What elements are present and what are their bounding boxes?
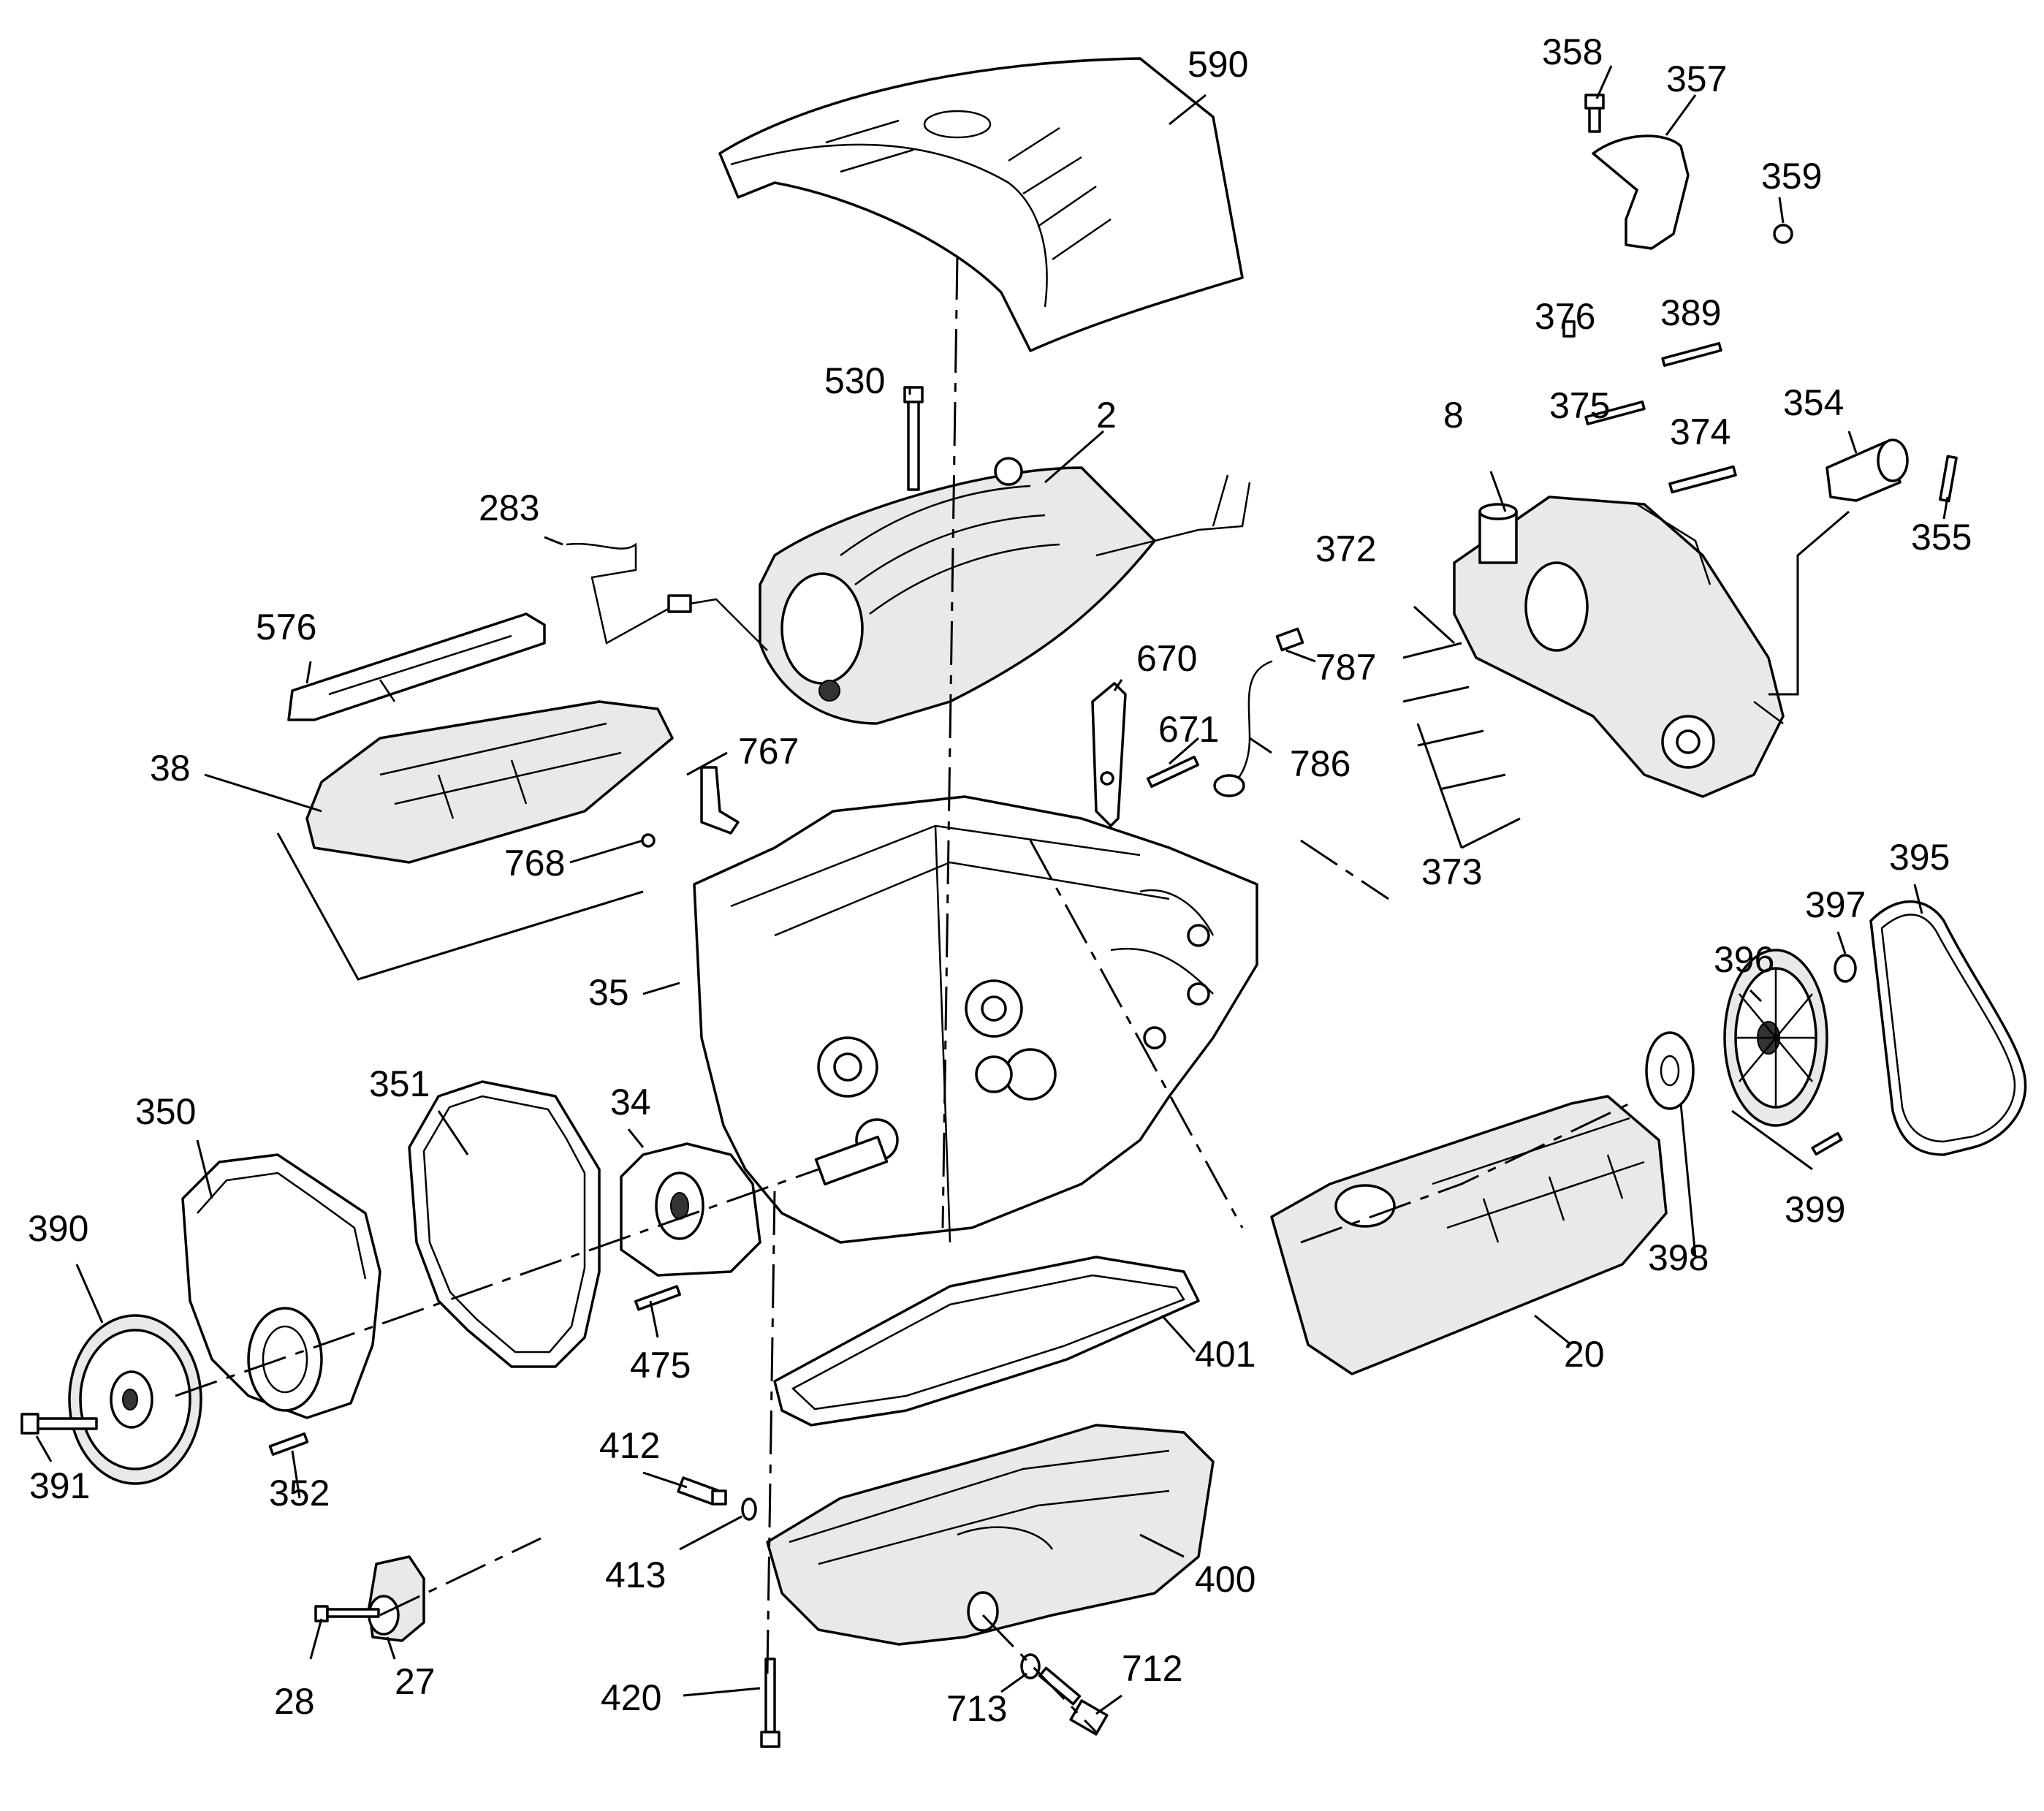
bolt-part-420 bbox=[760, 1658, 780, 1748]
callout-786: 786 bbox=[1290, 743, 1350, 784]
callout-38: 38 bbox=[150, 748, 191, 789]
callout-376: 376 bbox=[1535, 296, 1595, 337]
front-cover-part-350 bbox=[181, 1153, 381, 1419]
callout-391: 391 bbox=[29, 1465, 90, 1506]
sensor-part-412 bbox=[677, 1476, 727, 1506]
callout-359: 359 bbox=[1761, 156, 1822, 197]
callout-358: 358 bbox=[1542, 31, 1603, 72]
gasket-part-351 bbox=[408, 1080, 601, 1368]
callout-2: 2 bbox=[1096, 395, 1117, 436]
small-bolts bbox=[268, 94, 1958, 1456]
harmonic-balancer-part-390 bbox=[68, 1314, 202, 1485]
callout-8: 8 bbox=[1443, 395, 1464, 436]
callout-389: 389 bbox=[1660, 292, 1721, 333]
callout-397: 397 bbox=[1805, 884, 1866, 925]
callout-400: 400 bbox=[1195, 1559, 1255, 1600]
callout-372: 372 bbox=[1315, 528, 1376, 569]
callout-713: 713 bbox=[946, 1688, 1007, 1729]
callout-351: 351 bbox=[369, 1063, 430, 1104]
bracket-part-357 bbox=[1592, 134, 1690, 250]
callout-34: 34 bbox=[610, 1082, 651, 1123]
callout-28: 28 bbox=[274, 1681, 315, 1722]
callout-670: 670 bbox=[1136, 638, 1197, 679]
callout-530: 530 bbox=[824, 360, 885, 401]
callout-395: 395 bbox=[1889, 837, 1950, 878]
callout-35: 35 bbox=[588, 972, 629, 1013]
callout-768: 768 bbox=[504, 843, 565, 884]
callout-357: 357 bbox=[1666, 58, 1727, 99]
callout-413: 413 bbox=[605, 1554, 666, 1595]
callout-373: 373 bbox=[1421, 851, 1482, 892]
oil-pump-part-34 bbox=[620, 1142, 761, 1277]
callout-27: 27 bbox=[395, 1661, 436, 1702]
oil-pan-part-400 bbox=[766, 1424, 1215, 1646]
callout-398: 398 bbox=[1648, 1237, 1709, 1278]
engine-block-part-35 bbox=[693, 795, 1258, 1244]
callout-401: 401 bbox=[1195, 1334, 1255, 1375]
pcv-hose-part-786 bbox=[1213, 660, 1273, 797]
callout-374: 374 bbox=[1670, 411, 1730, 452]
valve-cover-part-20 bbox=[1270, 1095, 1668, 1375]
callout-787: 787 bbox=[1315, 647, 1376, 688]
bolt-part-391 bbox=[20, 1413, 98, 1435]
callout-20: 20 bbox=[1564, 1334, 1605, 1375]
callout-576: 576 bbox=[256, 607, 316, 648]
fuel-rail-cover-part-576 bbox=[287, 612, 546, 721]
drain-plug-part-712 bbox=[1038, 1666, 1109, 1736]
oil-pan-gasket-part-401 bbox=[773, 1256, 1200, 1427]
callout-283: 283 bbox=[479, 487, 539, 528]
callout-355: 355 bbox=[1911, 517, 1972, 558]
callout-labels: 590 358 357 359 376 389 375 374 354 355 … bbox=[28, 31, 1972, 1729]
bracket-part-670 bbox=[1091, 682, 1127, 827]
o-ring-part-413 bbox=[741, 1497, 757, 1521]
callout-375: 375 bbox=[1549, 385, 1610, 426]
callout-712: 712 bbox=[1122, 1648, 1182, 1689]
valve-cover-part-38 bbox=[305, 700, 674, 864]
callout-590: 590 bbox=[1188, 44, 1248, 85]
callout-475: 475 bbox=[630, 1345, 691, 1386]
callout-390: 390 bbox=[28, 1208, 88, 1249]
callout-412: 412 bbox=[599, 1425, 660, 1466]
callout-671: 671 bbox=[1158, 709, 1219, 750]
drive-belt-part-395 bbox=[1869, 900, 2027, 1156]
callout-352: 352 bbox=[269, 1473, 330, 1514]
bolt-part-28 bbox=[314, 1605, 380, 1622]
bracket-part-767 bbox=[700, 766, 740, 835]
callout-420: 420 bbox=[601, 1677, 661, 1718]
vacuum-tube-part-283 bbox=[566, 542, 768, 651]
idler-pulley-part-354 bbox=[1825, 438, 1909, 502]
pulley-part-396 bbox=[1723, 949, 1828, 1127]
callout-354: 354 bbox=[1783, 382, 1844, 423]
callout-399: 399 bbox=[1785, 1189, 1845, 1230]
leader-lines bbox=[35, 65, 1949, 1715]
throttle-body-part-8 bbox=[1453, 496, 1785, 798]
intake-manifold-part-2 bbox=[759, 457, 1251, 725]
engine-cover-part-590 bbox=[718, 57, 1244, 352]
callout-350: 350 bbox=[135, 1091, 196, 1132]
assembly-lines bbox=[175, 255, 1850, 1734]
callout-767: 767 bbox=[738, 731, 799, 772]
flange-part-398 bbox=[1645, 1031, 1695, 1110]
callout-396: 396 bbox=[1714, 939, 1774, 980]
washer-part-397 bbox=[1834, 954, 1857, 983]
